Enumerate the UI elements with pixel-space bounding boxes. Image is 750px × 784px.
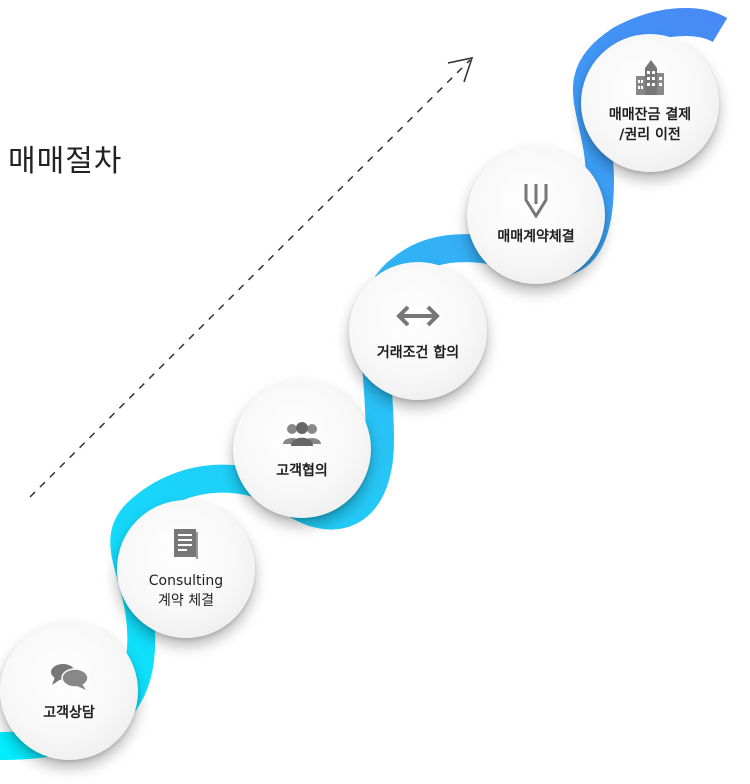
page-title: 매매절차 bbox=[8, 144, 123, 179]
step-balance-payment-transfer: 매매잔금 결제 /권리 이전 bbox=[581, 34, 719, 172]
step-label: 고객협의 bbox=[276, 463, 328, 479]
step-customer-negotiation: 고객협의 bbox=[233, 380, 371, 518]
step-label: Consulting 계약 체결 bbox=[148, 573, 224, 609]
pen-nib-icon bbox=[523, 183, 549, 218]
step-label: 매매잔금 결제 /권리 이전 bbox=[608, 107, 692, 143]
step-customer-consultation: 고객상담 bbox=[0, 622, 138, 760]
double-arrow-icon bbox=[396, 299, 440, 333]
trend-arrow-line bbox=[29, 59, 471, 498]
trend-arrow-head bbox=[447, 56, 474, 83]
step-label: 고객상담 bbox=[43, 705, 95, 721]
step-sale-contract: 매매계약체결 bbox=[467, 146, 605, 284]
chat-bubbles-icon bbox=[49, 659, 89, 693]
document-icon bbox=[173, 527, 199, 561]
step-label: 매매계약체결 bbox=[497, 229, 575, 245]
people-group-icon bbox=[282, 417, 322, 451]
step-label: 거래조건 합의 bbox=[376, 345, 460, 361]
step-consulting-contract: Consulting 계약 체결 bbox=[117, 500, 255, 638]
buildings-icon bbox=[635, 60, 665, 95]
step-terms-agreement: 거래조건 합의 bbox=[349, 262, 487, 400]
